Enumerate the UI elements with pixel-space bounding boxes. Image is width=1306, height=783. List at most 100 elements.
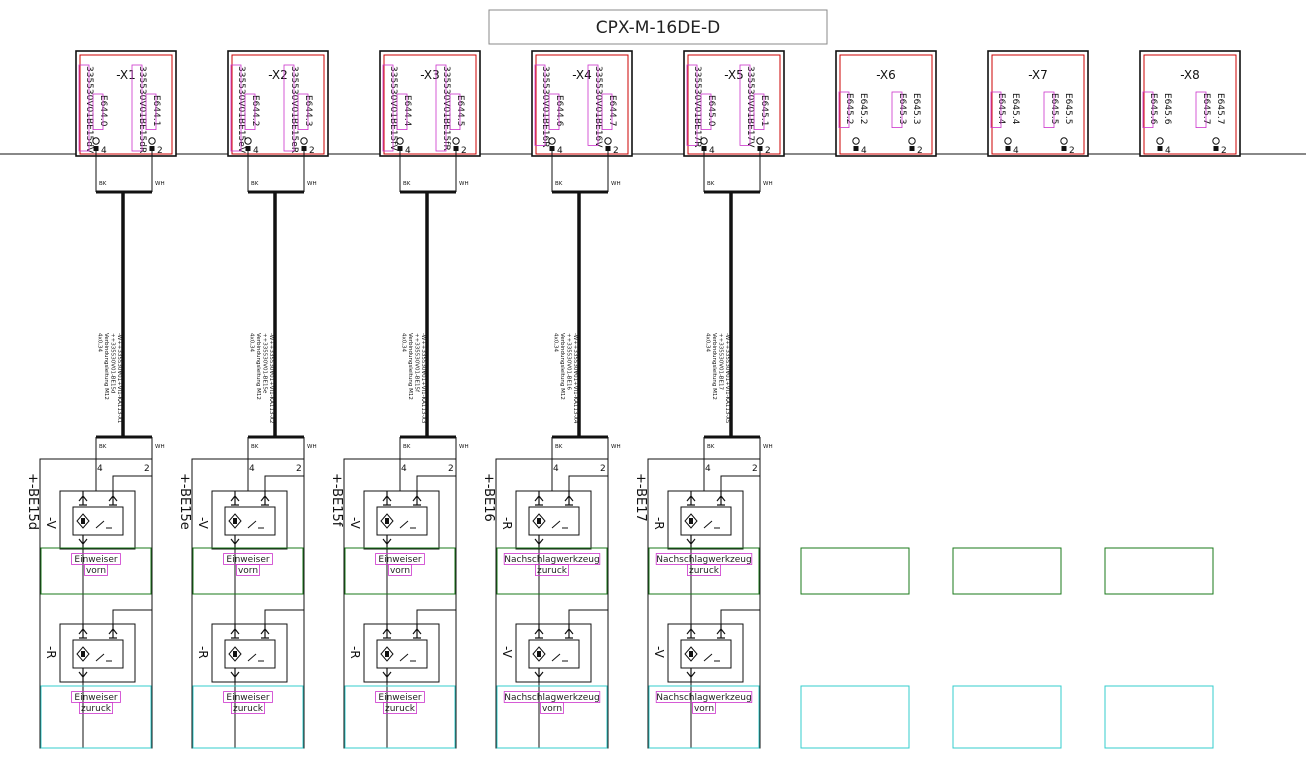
label-top-line-2-box <box>236 564 260 576</box>
sensor-top-tag: -R <box>652 517 666 530</box>
contact-right-number: 2 <box>765 146 771 156</box>
empty-slot-1 <box>800 547 910 749</box>
cable-annotation-line-1: -W++335530V01+VI1-KA113-X3 <box>420 333 426 424</box>
device-tag: +-BE15d <box>25 473 40 530</box>
empty-green-box <box>952 547 1062 595</box>
label-top-line-1: Nachschlagwerkzeug <box>504 555 599 565</box>
contact-right-ring <box>148 137 156 145</box>
sensor-switch-icon <box>95 520 112 529</box>
label-top-frame <box>192 547 304 595</box>
contact-right-ring <box>1212 137 1220 145</box>
cable-annotation-line-3: Verbindungsleitung M12 <box>103 333 109 400</box>
label-bottom-line-2-box <box>540 702 564 714</box>
wire-color-right: WH <box>155 181 165 187</box>
label-bottom-line-1: Einweiser <box>378 693 422 703</box>
sensor-bottom-tag: -V <box>652 646 666 659</box>
label-top-line-2: zuruck <box>689 566 720 576</box>
sensor-terminal-1 <box>78 491 88 506</box>
device-tag: +-BE17 <box>633 473 648 522</box>
addr-right-label-box <box>297 93 309 130</box>
contact-left-pin <box>397 146 403 151</box>
sensor-terminal-3 <box>230 668 240 682</box>
wire-color-left-bottom: BK <box>99 444 107 450</box>
label-bottom-frame <box>496 685 608 749</box>
sensor-bottom <box>667 623 744 683</box>
label-bottom-frame <box>40 685 152 749</box>
label-top-line-1: Einweiser <box>378 555 422 565</box>
wire-pin2-to-sensors <box>720 462 761 624</box>
wire-color-right-bottom: WH <box>611 444 621 450</box>
sensor-proximity-core <box>233 651 237 657</box>
label-top-line-2: vorn <box>86 566 106 576</box>
cable-annotation-line-2: ++335530V01-BE15d <box>110 333 116 394</box>
sensor-switch-icon <box>703 653 720 662</box>
contact-left-number: 4 <box>1013 146 1019 156</box>
wire-color-right: WH <box>307 181 317 187</box>
sensor-top-tag: -R <box>500 517 514 530</box>
label-top-line-2-box <box>84 564 108 576</box>
label-top-line-2-box <box>535 564 570 576</box>
addr-left-label-box <box>990 91 1002 128</box>
plug-id: -X4 <box>572 68 592 82</box>
contact-right-number: 2 <box>1221 146 1227 156</box>
device-tag: +-BE15e <box>177 473 192 530</box>
device-pin-right: 2 <box>600 464 606 474</box>
bmk-left-label-box <box>686 64 698 146</box>
cable-annotation-line-1: -W++335530V01+VI1-KA113-X4 <box>572 333 578 424</box>
addr-right-plain: E645.5 <box>1063 93 1073 124</box>
sensor-top <box>667 490 744 550</box>
cable-annotation-line-1: -W++335530V01+VI1-KA113-X5 <box>724 333 730 424</box>
wire-color-right-bottom: WH <box>155 444 165 450</box>
label-bottom-line-1: Einweiser <box>74 693 118 703</box>
bmk-left-label-box <box>382 64 394 152</box>
wire-color-right-bottom: WH <box>459 444 469 450</box>
sensor-terminal-2 <box>260 491 270 506</box>
label-bottom-line-2: zuruck <box>81 704 112 714</box>
empty-cyan-box <box>800 685 910 749</box>
contact-left-pin <box>245 146 251 151</box>
contact-right-ring <box>452 137 460 145</box>
cable-annotation-line-4: 4x0,34 <box>401 333 407 353</box>
sensor-top <box>515 490 592 550</box>
sensor-bottom <box>363 623 440 683</box>
addr-right-plain: E645.7 <box>1215 93 1225 124</box>
cable-annotation-line-1: -W++335530V01+VI1-KA113-X2 <box>268 333 274 423</box>
label-bottom-line-2-box <box>382 702 417 714</box>
label-bottom-line-2: vorn <box>542 704 562 714</box>
cable-annotation-line-3: Verbindungsleitung M12 <box>559 333 565 400</box>
plug-frame <box>1139 50 1241 157</box>
bmk-left-label-box <box>78 64 90 152</box>
device-pin-left: 4 <box>401 464 407 474</box>
plug-inner-frame <box>383 54 477 155</box>
sensor-terminal-3 <box>78 535 88 549</box>
cable-annotation-line-4: 4x0,34 <box>249 333 255 353</box>
plug-inner-frame <box>991 54 1085 155</box>
wire-color-right-bottom: WH <box>307 444 317 450</box>
sensor-top-tag: -V <box>196 517 210 530</box>
wire-color-left-bottom: BK <box>555 444 563 450</box>
cable-annotation-line-2: ++335530V01-BE17 <box>718 333 724 391</box>
sensor-switch-icon <box>551 653 568 662</box>
bmk-left-label-box <box>230 64 242 152</box>
contact-left-pin <box>853 146 859 151</box>
sensor-top-tag: -V <box>348 517 362 530</box>
contact-right-number: 2 <box>157 146 163 156</box>
label-bottom-line-2-box <box>230 702 265 714</box>
empty-green-box <box>1104 547 1214 595</box>
contact-left-ring <box>548 137 556 145</box>
addr-left-plain: E645.2 <box>858 93 868 124</box>
plug-frame <box>835 50 937 157</box>
sensor-terminal-2 <box>716 624 726 639</box>
contact-left-pin <box>701 146 707 151</box>
cable-annotation-line-4: 4x0,34 <box>97 333 103 353</box>
cable-annotation-line-2: ++335530V01-BE15f <box>414 333 420 393</box>
sensor-terminal-2 <box>564 491 574 506</box>
